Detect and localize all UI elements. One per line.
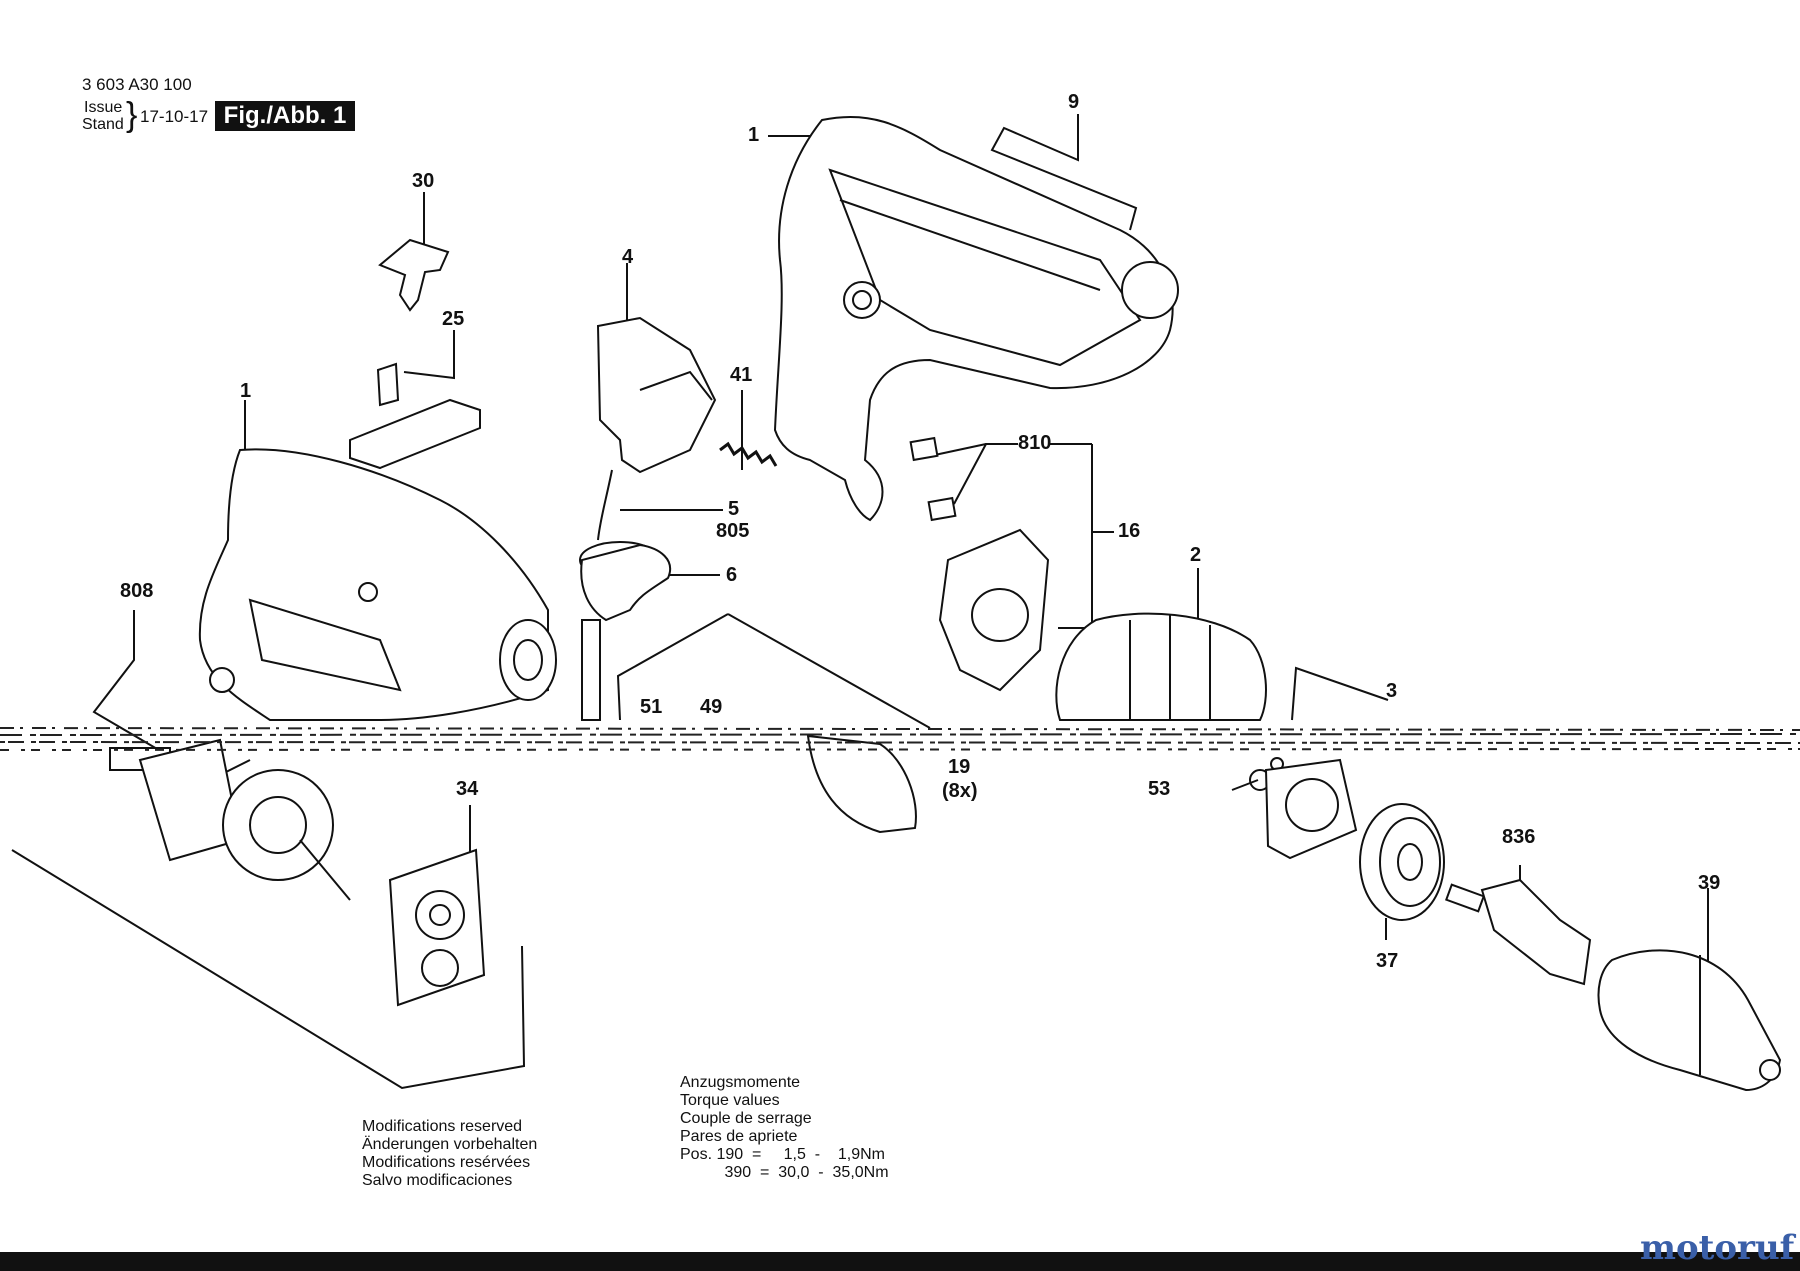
callout-49: 49 (700, 696, 723, 718)
callout-1-drill: 1 (240, 380, 252, 402)
clip-30 (378, 238, 450, 312)
armature (109, 738, 351, 901)
gearbox-3 (1264, 758, 1358, 860)
callout-19: 19 (948, 756, 971, 778)
bottom-bar (0, 1252, 1800, 1271)
leader-810a (953, 443, 1018, 505)
callout-34: 34 (456, 778, 479, 800)
leader-34-big (11, 849, 526, 1090)
callout-41: 41 (730, 364, 753, 386)
mod-line-fr: Modifications resérvées (362, 1154, 531, 1171)
callout-6: 6 (726, 564, 738, 586)
callout-805: 805 (716, 520, 750, 542)
callout-51: 51 (640, 696, 663, 718)
watermark-text: motoruf (1640, 1228, 1795, 1268)
scan-artifact-band (0, 727, 1800, 751)
part-number: 3 603 A30 100 (82, 75, 192, 94)
issue-label: Issue (84, 99, 123, 116)
gear-37 (1359, 803, 1445, 921)
spring-41 (719, 441, 778, 467)
leader-area (616, 613, 729, 721)
callout-39: 39 (1698, 872, 1721, 894)
brace: } (126, 96, 138, 134)
torque-line-es: Pares de apriete (680, 1128, 798, 1145)
callout-2: 2 (1190, 544, 1202, 566)
callout-836: 836 (1502, 826, 1536, 848)
figure-label: Fig./Abb. 1 (215, 101, 355, 131)
callout-16: 16 (1118, 520, 1141, 542)
watermark-logo: motoruf (1640, 1228, 1794, 1268)
callout-808: 808 (120, 580, 154, 602)
callout-9: 9 (1068, 91, 1080, 113)
callout-25: 25 (442, 308, 465, 330)
modifications-note: Modifications reserved Änderungen vorbeh… (362, 1118, 537, 1190)
leader-53 (1231, 779, 1259, 791)
stator-2 (1055, 612, 1267, 721)
mod-line-de: Änderungen vorbehalten (362, 1136, 538, 1153)
leader-3 (1291, 666, 1389, 721)
torque-line-fr: Couple de serrage (680, 1110, 812, 1127)
callout-810: 810 (1018, 432, 1052, 454)
leader-25 (403, 330, 455, 380)
plate-34 (388, 848, 486, 1007)
cable-5 (579, 469, 671, 721)
callout-53: 53 (1148, 778, 1171, 800)
slider-25 (349, 362, 481, 470)
callout-19-qty: (8x) (942, 780, 978, 802)
drill-body (198, 448, 557, 721)
chuck-39 (1597, 949, 1782, 1092)
leader-810b (929, 443, 987, 457)
torque-row-390: 390 = 30,0 - 35,0Nm (680, 1164, 889, 1181)
spindle-836 (1445, 878, 1592, 986)
leader-area-b (727, 613, 931, 729)
housing-half (773, 115, 1179, 522)
torque-note: Anzugsmomente Torque values Couple de se… (680, 1074, 889, 1182)
callout-3: 3 (1386, 680, 1398, 702)
torque-line-en: Torque values (680, 1092, 780, 1109)
brush-holder-16 (938, 528, 1050, 692)
torque-row-190: Pos. 190 = 1,5 - 1,9Nm (680, 1146, 885, 1163)
callout-4: 4 (622, 246, 634, 268)
stand-label: Stand (82, 116, 124, 133)
torque-line-de: Anzugsmomente (680, 1074, 801, 1091)
callout-1-housing: 1 (748, 124, 760, 146)
brushes-810 (909, 436, 957, 522)
handle-19 (806, 734, 917, 834)
callout-30: 30 (412, 170, 435, 192)
switch-4 (596, 316, 717, 474)
leader-9 (990, 114, 1138, 231)
mod-line-en: Modifications reserved (362, 1118, 523, 1135)
mod-line-es: Salvo modificaciones (362, 1172, 513, 1189)
callout-5: 5 (728, 498, 740, 520)
callout-37: 37 (1376, 950, 1399, 972)
issue-date: 17-10-17 (140, 107, 209, 126)
